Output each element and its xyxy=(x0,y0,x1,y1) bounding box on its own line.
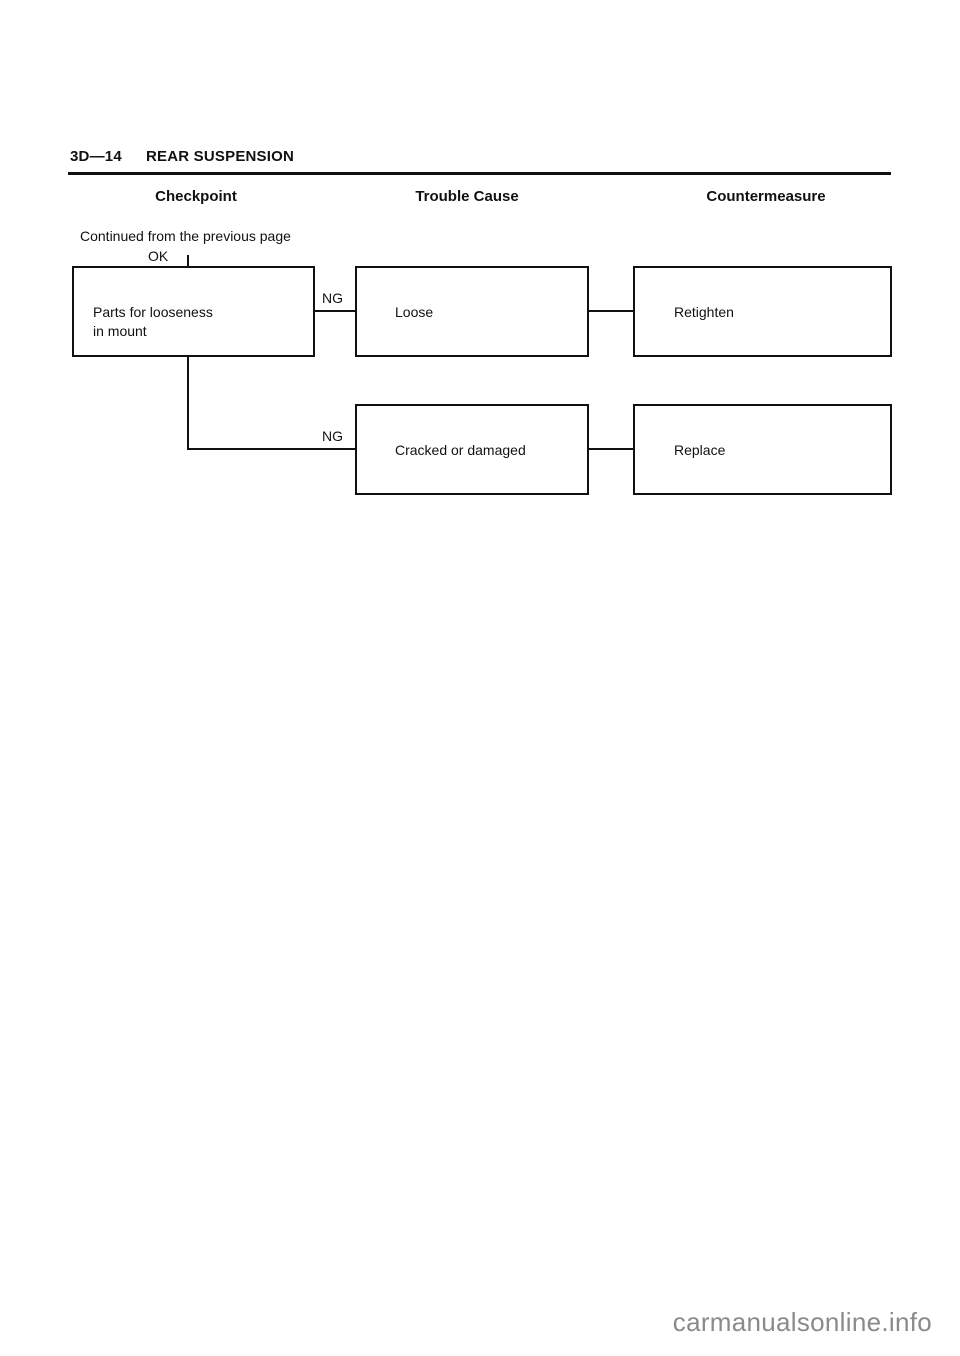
ng-label-1: NG xyxy=(322,290,343,306)
page-header: 3D—14 REAR SUSPENSION xyxy=(68,144,891,175)
column-heading-checkpoint: Checkpoint xyxy=(155,188,237,205)
continued-note: Continued from the previous page xyxy=(80,228,291,244)
ok-connector-line xyxy=(187,255,189,267)
ng-connector-line-2 xyxy=(187,448,356,450)
section-code: 3D—14 xyxy=(70,148,122,165)
cause-cracked-text: Cracked or damaged xyxy=(395,442,526,458)
ng-connector-line-1 xyxy=(313,310,356,312)
checkpoint-text-line1: Parts for looseness xyxy=(93,304,213,320)
ok-label: OK xyxy=(148,248,169,264)
cause-loose-text: Loose xyxy=(395,304,434,320)
checkpoint-down-line xyxy=(187,355,189,449)
watermark: carmanualsonline.info xyxy=(672,1307,932,1337)
countermeasure-box-retighten: Retighten xyxy=(633,266,892,357)
countermeasure-box-replace: Replace xyxy=(633,404,892,495)
checkpoint-text-line2: in mount xyxy=(93,323,147,339)
ng-label-2: NG xyxy=(322,428,343,444)
cause-box-cracked: Cracked or damaged xyxy=(355,404,589,495)
cause-measure-connector-2 xyxy=(587,448,634,450)
section-title: REAR SUSPENSION xyxy=(146,148,295,165)
column-heading-countermeasure: Countermeasure xyxy=(706,188,826,205)
countermeasure-retighten-text: Retighten xyxy=(674,304,734,320)
checkpoint-box: Parts for looseness in mount xyxy=(72,266,315,357)
countermeasure-replace-text: Replace xyxy=(674,442,726,458)
cause-measure-connector-1 xyxy=(587,310,634,312)
column-heading-trouble-cause: Trouble Cause xyxy=(415,188,519,205)
cause-box-loose: Loose xyxy=(355,266,589,357)
